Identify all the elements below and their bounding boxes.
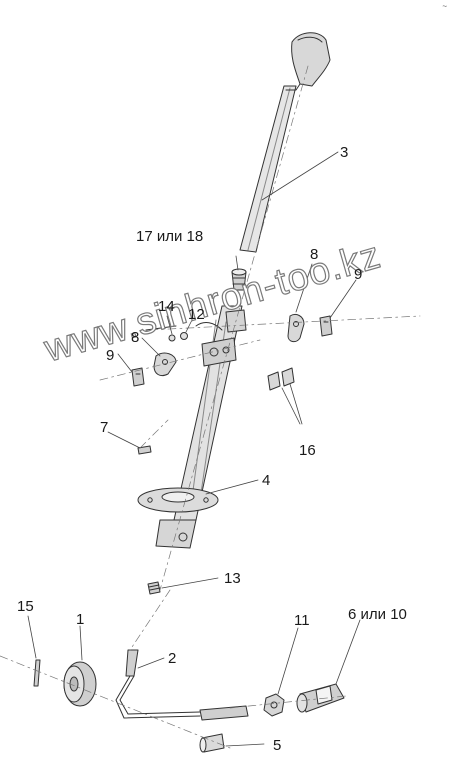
callout-16: 16 <box>299 442 316 459</box>
callout-6-or-10: 6 или 10 <box>348 606 407 623</box>
part-12-washer <box>180 332 188 340</box>
callout-13: 13 <box>224 570 241 587</box>
axis-lines <box>0 65 421 749</box>
corner-mark: ~ <box>442 2 447 11</box>
callout-9-left: 9 <box>106 347 115 364</box>
part-14-cotter-pin <box>145 325 177 342</box>
part-8-lever-left <box>153 352 177 377</box>
callout-15: 15 <box>17 598 34 615</box>
part-3-lever-rod <box>239 32 331 253</box>
callout-9-right: 9 <box>354 266 363 283</box>
callout-3: 3 <box>340 144 349 161</box>
callout-2: 2 <box>168 650 177 667</box>
callout-8-left: 8 <box>131 329 140 346</box>
part-7-pin <box>137 445 152 455</box>
part-17-bushing <box>231 268 247 291</box>
part-1-pulley <box>63 661 97 707</box>
callout-4: 4 <box>262 472 271 489</box>
part-16-pins <box>267 367 295 391</box>
column-bracket <box>201 309 247 367</box>
callout-1: 1 <box>76 611 85 628</box>
part-13-spring <box>147 581 161 595</box>
part-9-clip-left <box>131 367 145 387</box>
callout-8-right: 8 <box>310 246 319 263</box>
part-2-cable-rod <box>115 649 249 721</box>
part-11-nut <box>263 693 285 717</box>
part-9-clip-right <box>319 315 333 337</box>
part-5-knob <box>199 733 225 753</box>
callout-17-or-18: 17 или 18 <box>136 228 204 245</box>
callout-5: 5 <box>273 737 282 754</box>
callout-11: 11 <box>294 612 310 629</box>
callout-14: 14 <box>158 298 175 315</box>
callout-12: 12 <box>188 306 205 323</box>
part-4-column <box>137 305 243 549</box>
callout-7: 7 <box>100 419 109 436</box>
leader-lines <box>27 151 361 747</box>
part-8-lever-right <box>287 313 305 343</box>
part-6-fork <box>296 683 345 713</box>
part-15-pin <box>33 659 41 687</box>
